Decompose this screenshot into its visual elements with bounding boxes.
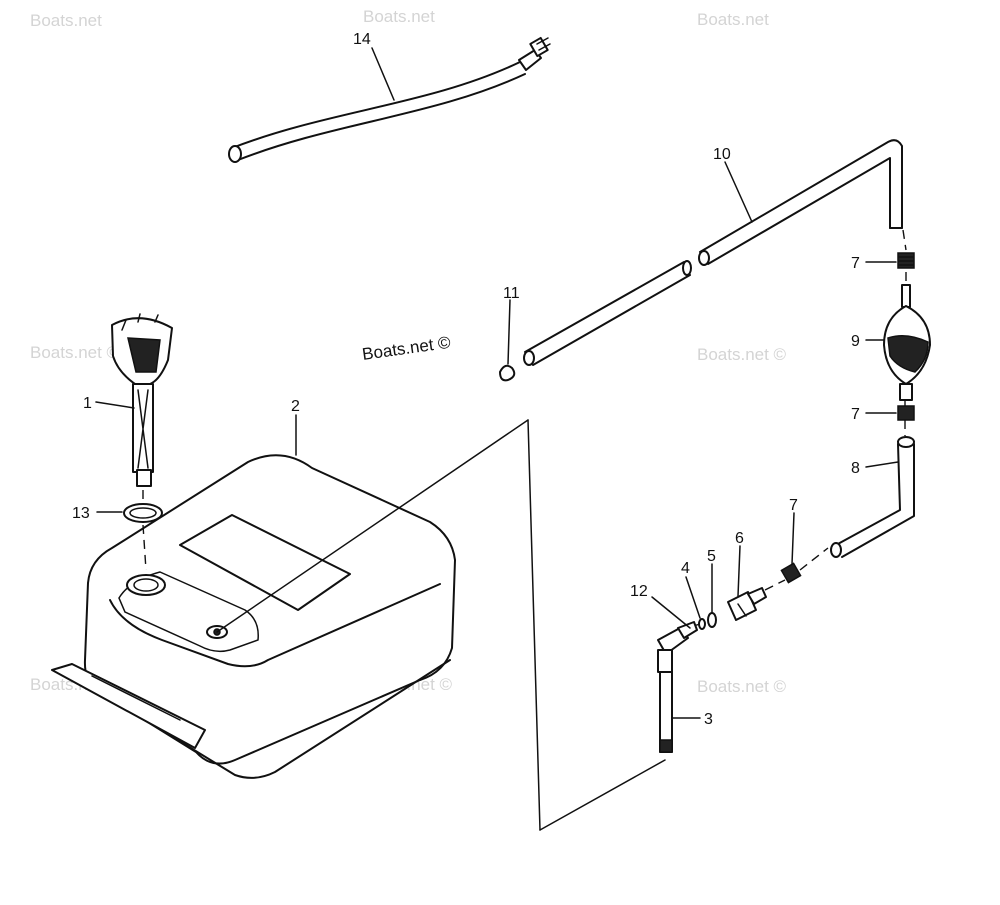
part-13-o-ring: [123, 503, 163, 523]
part-1-fuel-gauge: [111, 313, 173, 487]
callout-7-low: 7: [789, 497, 798, 514]
callout-9: 9: [851, 333, 860, 350]
callout-10: 10: [713, 146, 731, 163]
callout-13: 13: [72, 505, 90, 522]
part-10-pickup-tube: [523, 139, 903, 366]
callout-4: 4: [681, 560, 690, 577]
watermark-text: Boats.net ©: [697, 345, 787, 364]
callout-5: 5: [707, 548, 716, 565]
callout-6: 6: [735, 530, 744, 547]
part-6-connector: [727, 587, 767, 621]
watermark-text: Boats.net: [697, 10, 769, 29]
part-11-clamp: [499, 364, 516, 382]
brand-label: Boats.net ©: [361, 333, 452, 364]
part-4-washer: [698, 618, 706, 630]
part-14-fuel-hose: [228, 36, 551, 163]
watermark-text: Boats.net ©: [30, 343, 120, 362]
part-2-fuel-tank: [51, 454, 456, 779]
watermark-text: Boats.net: [363, 7, 435, 26]
callout-7-mid: 7: [851, 406, 860, 423]
callout-12: 12: [630, 583, 648, 600]
part-7-fitting-low: [780, 562, 802, 584]
part-9-primer-bulb: [883, 284, 931, 401]
callout-labels: 14 10 11 1 2 13 7 9 7 8 7 6 5 4 12 3: [72, 31, 860, 728]
callout-3: 3: [704, 711, 713, 728]
part-7-fitting-mid: [897, 405, 915, 421]
watermark-text: Boats.net: [30, 11, 102, 30]
callout-11: 11: [503, 285, 520, 302]
watermark-text: Boats.net ©: [697, 677, 787, 696]
callout-1: 1: [83, 395, 92, 412]
leader-lines: [95, 47, 899, 719]
callout-14: 14: [353, 31, 371, 48]
part-3-pickup-tube: [657, 649, 673, 753]
connector-lines: [142, 229, 907, 831]
part-5-o-ring: [707, 612, 717, 628]
part-8-hose: [830, 436, 915, 558]
callout-8: 8: [851, 460, 860, 477]
callout-7-top: 7: [851, 255, 860, 272]
callout-2: 2: [291, 398, 300, 415]
part-7-fitting-top: [897, 252, 915, 269]
